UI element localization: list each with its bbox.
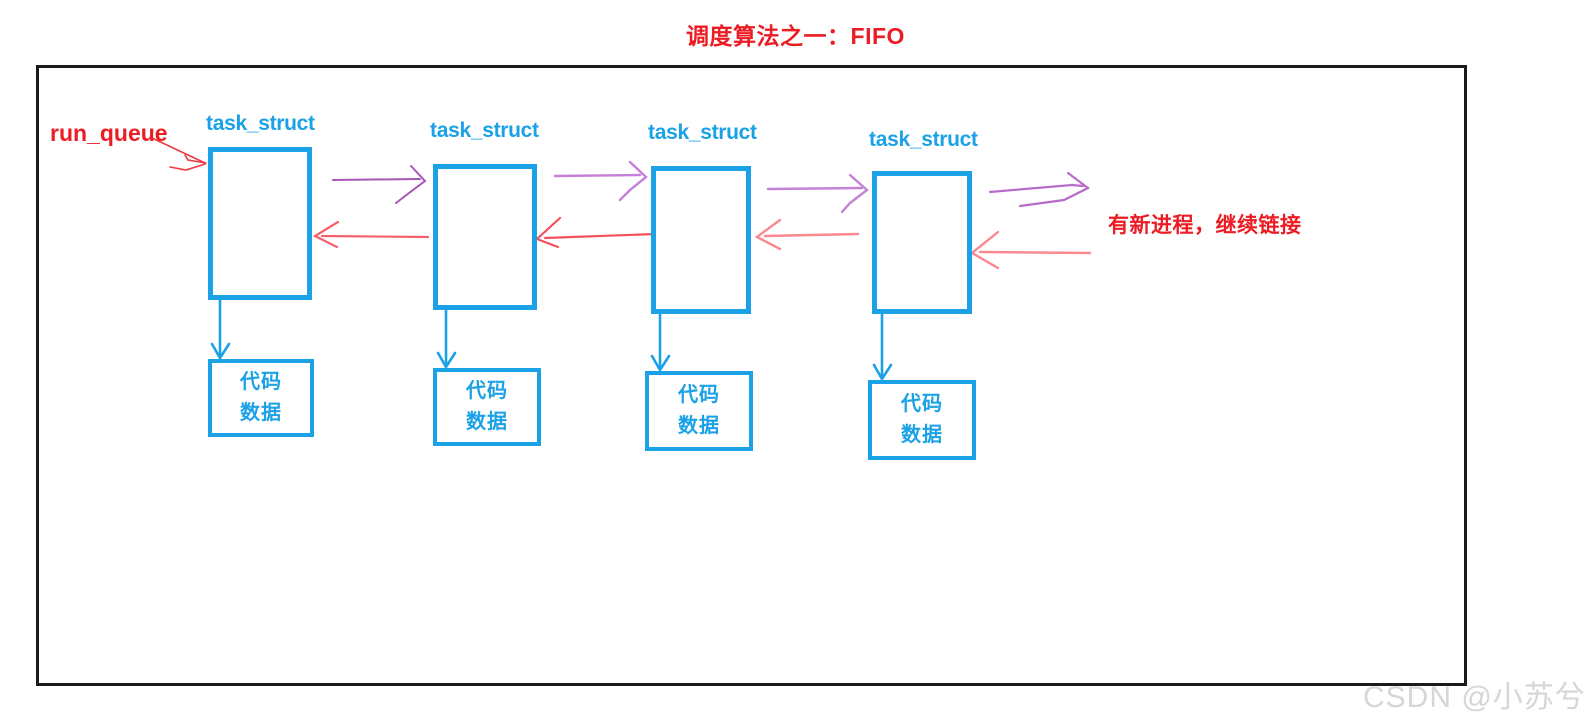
code-label-1: 代码	[240, 371, 282, 393]
new-process-note: 有新进程，继续链接	[1108, 214, 1302, 237]
task-struct-label-3: task_struct	[648, 121, 757, 144]
code-label-3: 代码	[678, 384, 720, 406]
data-label-2: 数据	[466, 411, 508, 433]
data-label-4: 数据	[901, 424, 943, 446]
code-data-box-2[interactable]: 代码 数据	[433, 368, 541, 446]
code-label-2: 代码	[466, 380, 508, 402]
task-struct-label-2: task_struct	[430, 119, 539, 142]
task-struct-box-1[interactable]	[208, 147, 312, 300]
code-label-4: 代码	[901, 393, 943, 415]
task-struct-label-4: task_struct	[869, 128, 978, 151]
data-label-1: 数据	[240, 402, 282, 424]
run-queue-label: run_queue	[50, 120, 168, 146]
task-struct-box-2[interactable]	[433, 164, 537, 310]
page-title: 调度算法之一：FIFO	[686, 23, 905, 49]
data-label-3: 数据	[678, 415, 720, 437]
task-struct-box-4[interactable]	[872, 171, 972, 314]
code-data-box-4[interactable]: 代码 数据	[868, 380, 976, 460]
code-data-box-1[interactable]: 代码 数据	[208, 359, 314, 437]
code-data-box-3[interactable]: 代码 数据	[645, 371, 753, 451]
task-struct-label-1: task_struct	[206, 112, 315, 135]
task-struct-box-3[interactable]	[651, 166, 751, 314]
